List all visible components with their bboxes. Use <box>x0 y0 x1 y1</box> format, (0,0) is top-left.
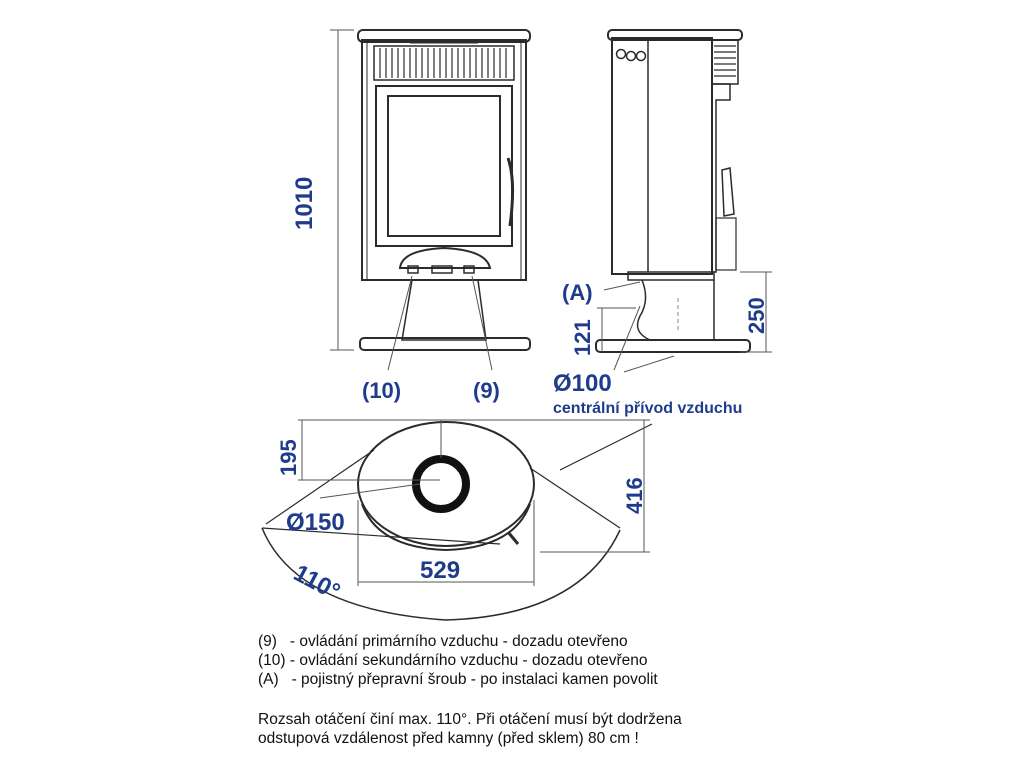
dim-416-label: 416 <box>622 477 647 514</box>
rotation-note-line-1: Rozsah otáčení činí max. 110°. Při otáče… <box>258 711 682 728</box>
side-view <box>595 29 772 373</box>
part-10-label: (10) <box>362 378 401 403</box>
width-label: 529 <box>420 557 460 584</box>
top-grille <box>373 40 515 81</box>
top-view <box>261 419 653 621</box>
part-9-label: (9) <box>473 378 500 403</box>
rotation-note-line-2: odstupová vzdálenost před kamny (před sk… <box>258 730 639 747</box>
legend-item-a: (A) - pojistný přepravní šroub - po inst… <box>258 671 658 688</box>
dim-121-label: 121 <box>570 319 595 356</box>
flue-diameter-label: Ø150 <box>286 509 345 536</box>
door-handle <box>506 157 515 227</box>
part-a-label: (A) <box>562 280 593 305</box>
dim-250-label: 250 <box>744 297 769 334</box>
legend-item-10: (10) - ovládání sekundárního vzduchu - d… <box>258 652 648 669</box>
front-view <box>330 29 531 371</box>
height-label: 1010 <box>291 177 318 230</box>
rotation-label: 110° <box>289 559 344 606</box>
door-glass <box>387 95 501 237</box>
legend-item-9: (9) - ovládání primárního vzduchu - doza… <box>258 633 628 650</box>
base-plate <box>359 337 531 351</box>
pipe-caption: centrální přívod vzduchu <box>553 400 742 417</box>
dim-195-label: 195 <box>276 439 301 476</box>
pipe-diameter-label: Ø100 <box>553 370 612 397</box>
flue-outlet <box>412 455 470 513</box>
